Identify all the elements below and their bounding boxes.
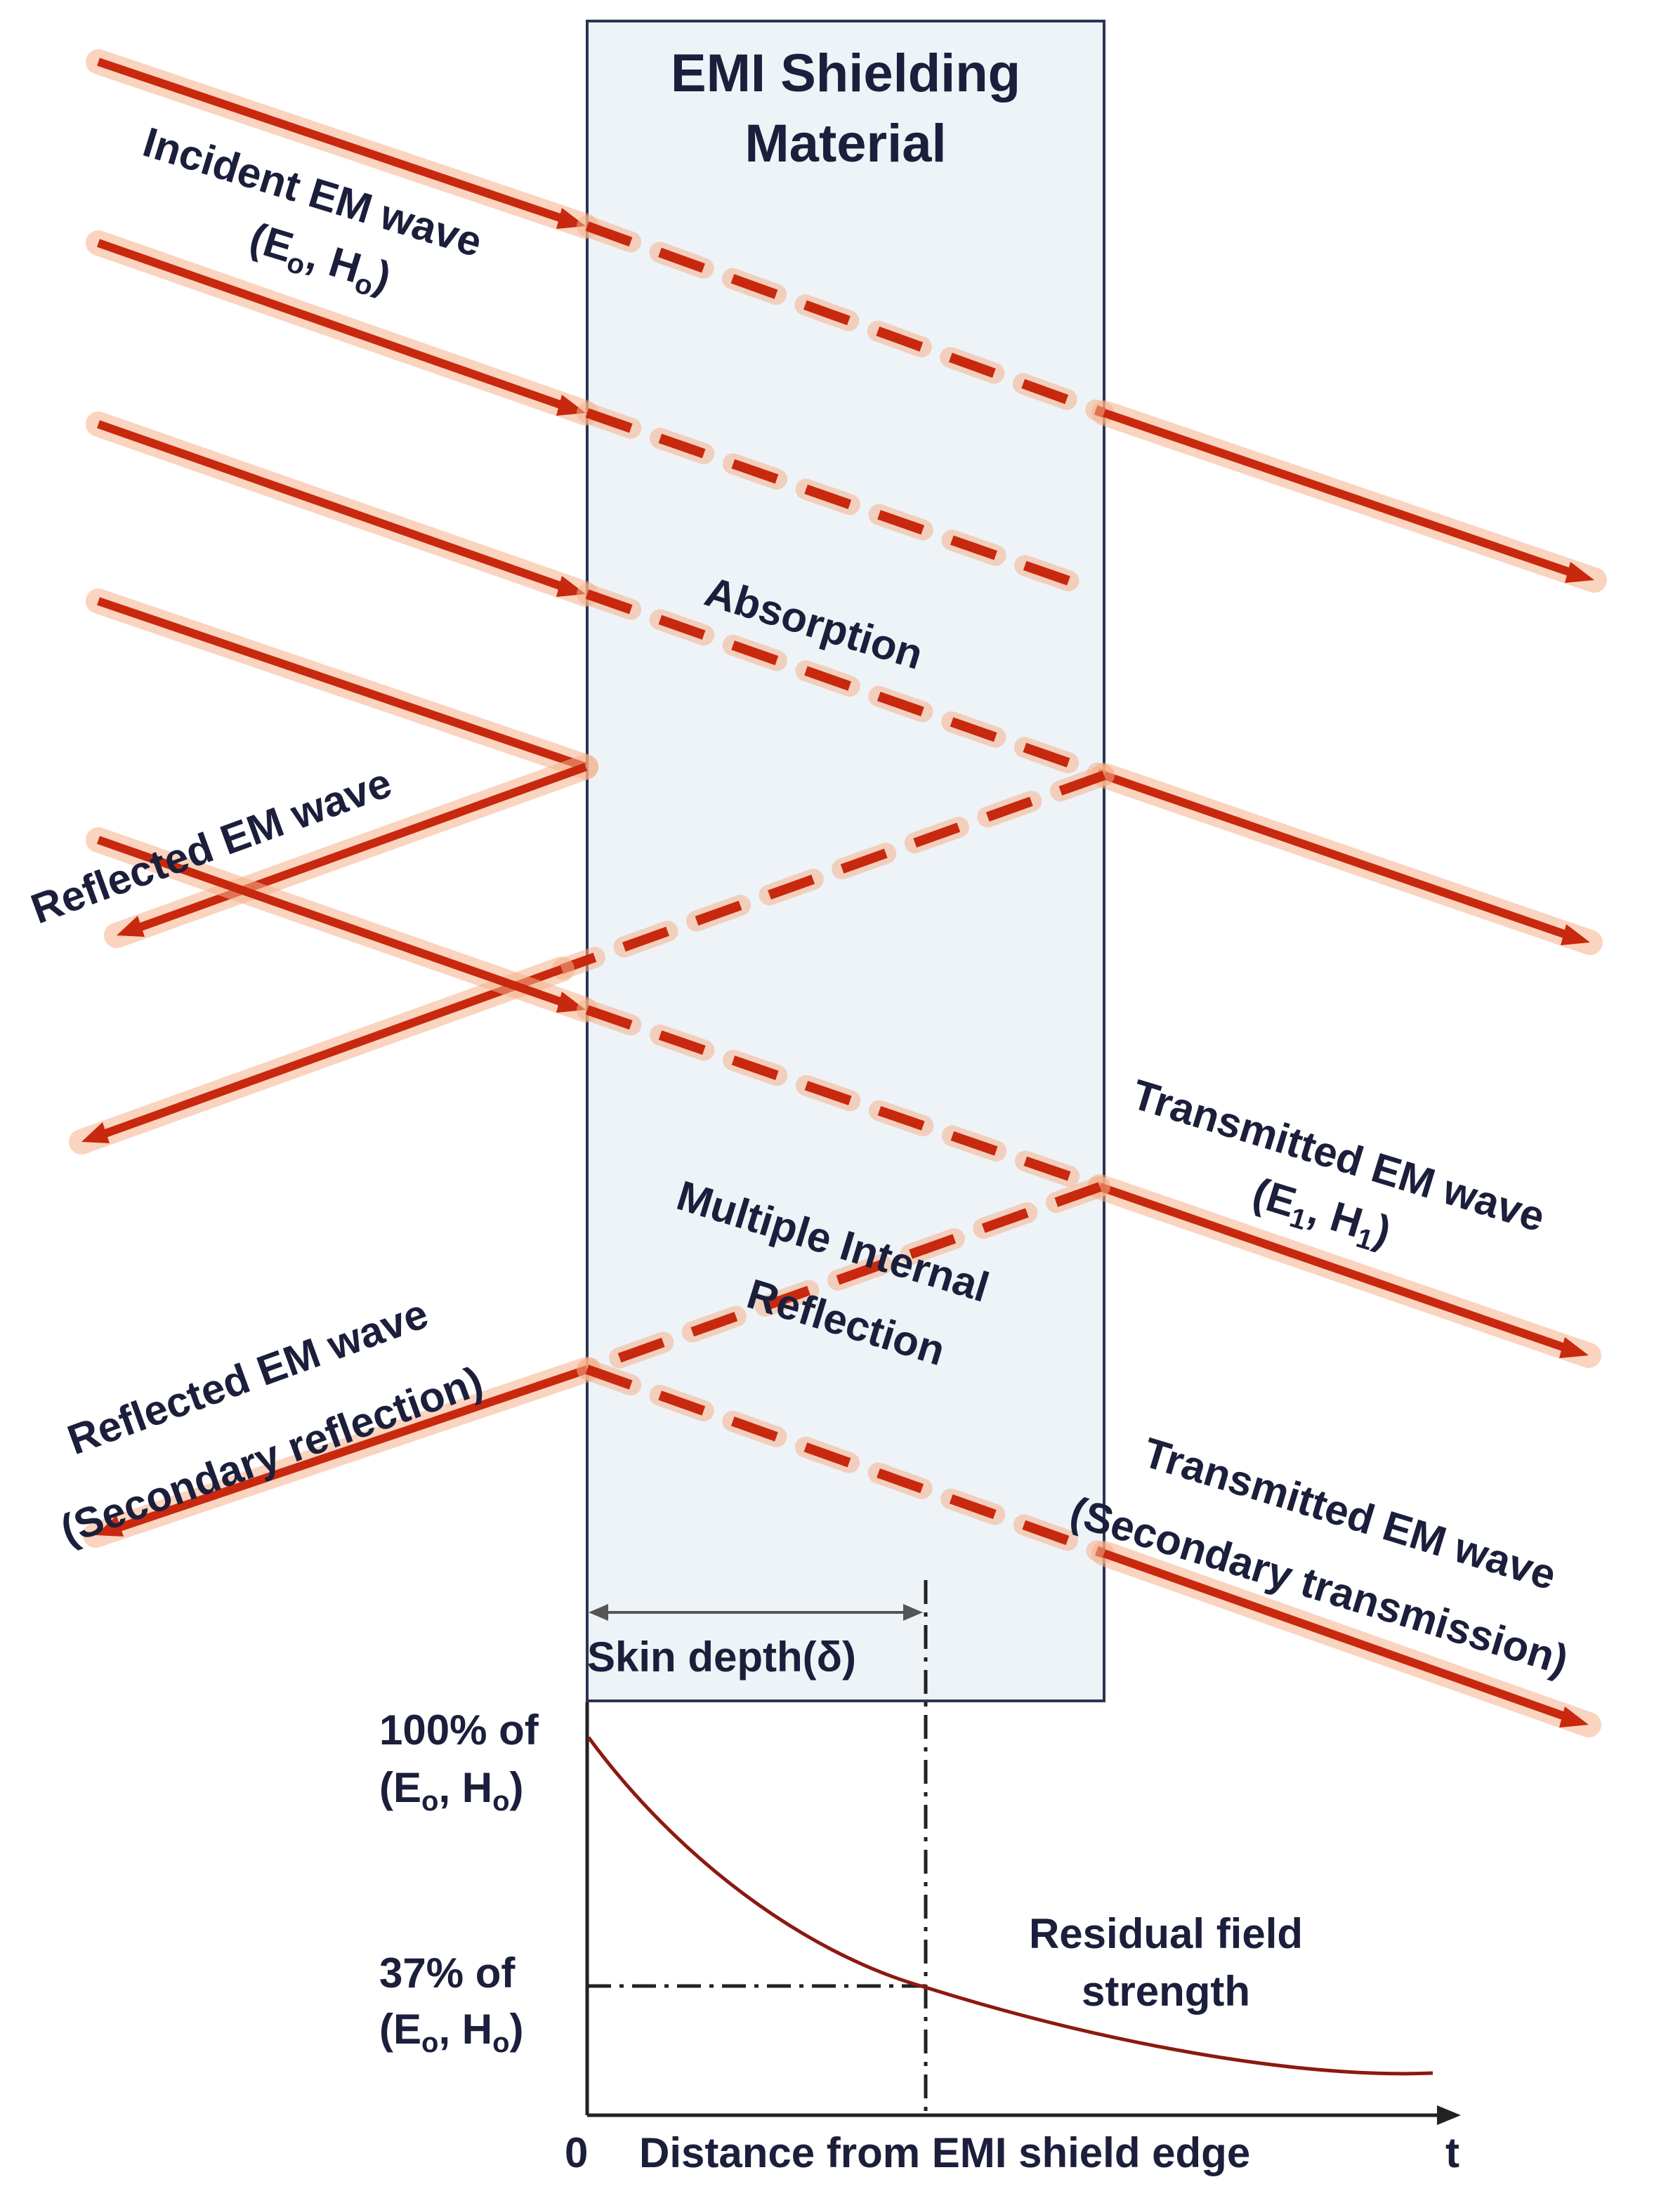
x-axis-arrowhead xyxy=(1437,2105,1461,2125)
em-wave-rays xyxy=(69,49,1607,1737)
ray-incident-2 xyxy=(86,230,1085,593)
ray-incident-3 xyxy=(69,412,1603,1155)
ray-incident-5 xyxy=(83,827,1601,1737)
ray-incident-4 xyxy=(86,588,598,948)
skin-depth-indicator xyxy=(589,1604,923,1621)
material-title-line2: Material xyxy=(744,114,946,173)
label-y100-line1: 100% of xyxy=(379,1706,539,1754)
label-skin-depth: Skin depth(δ) xyxy=(587,1633,856,1681)
label-t: t xyxy=(1445,2129,1459,2176)
ray-incident-1 xyxy=(86,49,1607,593)
label-residual-line1: Residual field xyxy=(1029,1910,1303,1957)
material-title-line1: EMI Shielding xyxy=(671,44,1021,103)
label-origin: 0 xyxy=(565,2129,588,2176)
label-x-axis: Distance from EMI shield edge xyxy=(639,2129,1250,2176)
label-y100-line2: (Eo, Ho) xyxy=(379,1764,524,1817)
label-y37-line1: 37% of xyxy=(379,1949,516,1997)
label-residual-line2: strength xyxy=(1082,1968,1250,2015)
label-y37-line2: (Eo, Ho) xyxy=(379,2006,524,2058)
decay-curve xyxy=(586,1736,1433,2076)
